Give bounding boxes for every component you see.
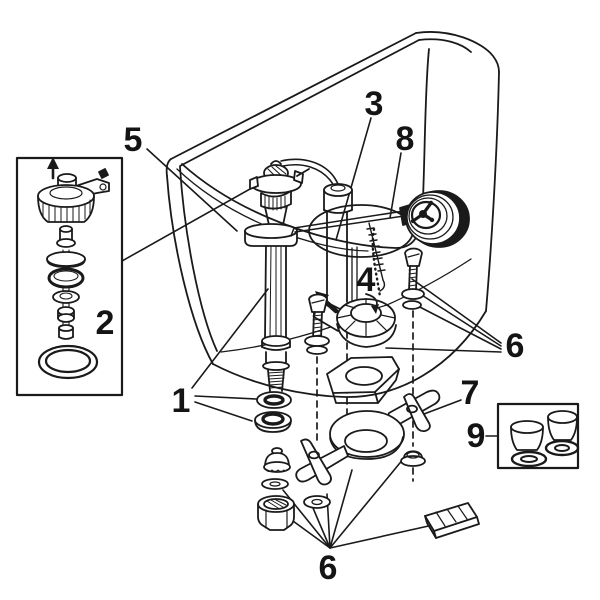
- leader-1-c: [191, 288, 269, 389]
- lift-rod: [290, 210, 405, 237]
- cap-kit-disc-large: [46, 251, 86, 268]
- cap-arm-pin: [98, 168, 109, 179]
- flush-handle-ball: [399, 190, 470, 248]
- cap-kit-disc-thick: [47, 267, 85, 289]
- callout-4-arrow: [365, 293, 379, 314]
- cone-nut: [263, 447, 291, 473]
- cone-washer-left: [510, 420, 544, 451]
- callout-6-right: 6: [506, 327, 525, 365]
- tank-left-wall: [166, 175, 214, 365]
- right-axis-flanged-nut: [400, 450, 426, 467]
- cap-kit-cylinder: [58, 324, 74, 340]
- valve-collar-lug-left: [249, 176, 259, 190]
- shank-locknut: [257, 495, 295, 531]
- flapper-chain: [371, 227, 382, 299]
- tank-bolt-right: [401, 247, 425, 310]
- bolt-washer: [304, 335, 330, 347]
- flush-valve-locknut: [326, 356, 400, 404]
- flat-washer-right: [544, 439, 580, 457]
- tank-left-corner: [165, 158, 172, 177]
- tank-right-corner: [415, 31, 500, 73]
- leader-6right-c: [413, 303, 502, 350]
- bolt-washer-2: [402, 300, 422, 310]
- bolt-head: [308, 293, 328, 313]
- flat-washer-left: [510, 450, 548, 468]
- valve-shaft: [264, 245, 287, 339]
- left-axis-washer: [303, 495, 331, 509]
- tank-bottom-front: [212, 310, 487, 398]
- tank-right-corner-inner: [418, 38, 472, 53]
- callout-8: 8: [396, 120, 415, 158]
- inset-box-bolt-washer-kit: [496, 402, 580, 470]
- shim-strip: [424, 502, 480, 539]
- leader-1-a: [194, 395, 257, 400]
- ball-spinner: [410, 200, 435, 224]
- gasket-flange: [295, 389, 441, 486]
- flange-hole: [344, 429, 388, 453]
- leader-6right-d: [385, 347, 502, 353]
- flange-wing-sw: [295, 438, 349, 486]
- cone-washer-right: [547, 410, 578, 441]
- callout-3: 3: [365, 85, 384, 123]
- valve-shaft-lower: [265, 351, 287, 364]
- shaft-collar-1: [261, 335, 291, 347]
- cap-kit-disc-small: [52, 290, 80, 304]
- flange-wing-ne: [385, 389, 441, 433]
- flange-ring-thickness: [329, 436, 404, 460]
- callout-2: 2: [96, 304, 115, 342]
- inset-box-cap-kit: [15, 156, 124, 397]
- valve-neck: [264, 205, 288, 226]
- valve-clip-arm: [296, 168, 310, 177]
- bolt-head: [404, 247, 423, 267]
- leader-5: [146, 148, 238, 232]
- cap-assembly: [37, 168, 110, 223]
- leader-6right-a: [411, 278, 502, 344]
- cap-kit-bushing: [57, 306, 75, 323]
- callout-9: 9: [467, 417, 486, 455]
- tank-back-rim-outer: [170, 32, 417, 160]
- tank-bolt-left: [304, 293, 330, 355]
- callout-6-bottom: 6: [319, 549, 338, 587]
- leader-1-b: [194, 401, 253, 422]
- callout-7: 7: [461, 374, 480, 412]
- leader-8: [389, 152, 402, 219]
- fill-valve: [244, 160, 310, 531]
- bolt-washer-2: [306, 345, 328, 355]
- tank-back-rim-inner: [179, 39, 420, 167]
- callout-1: 1: [172, 382, 191, 420]
- tank-right-wall: [485, 71, 500, 312]
- leader-3: [335, 117, 372, 241]
- leader-7: [423, 399, 462, 415]
- valve-cap-nub: [270, 160, 282, 165]
- cap-kit-seal-ring: [37, 344, 99, 380]
- bolt-washer: [401, 288, 425, 300]
- tank-opening-near-edge: [181, 48, 430, 249]
- up-arrow-icon: [47, 157, 59, 180]
- cap-kit-plunger: [56, 225, 76, 248]
- callout-4: 4: [357, 261, 376, 299]
- shaft-collar-2: [262, 361, 290, 371]
- shank-washer-upper: [256, 391, 292, 409]
- tank-left-wall-inner: [179, 166, 218, 352]
- callout-5: 5: [124, 121, 143, 159]
- canister-rim: [308, 204, 414, 258]
- leader-6right-b: [416, 291, 502, 347]
- flat-washer: [261, 478, 289, 490]
- flapper-seat-ring: [336, 323, 397, 348]
